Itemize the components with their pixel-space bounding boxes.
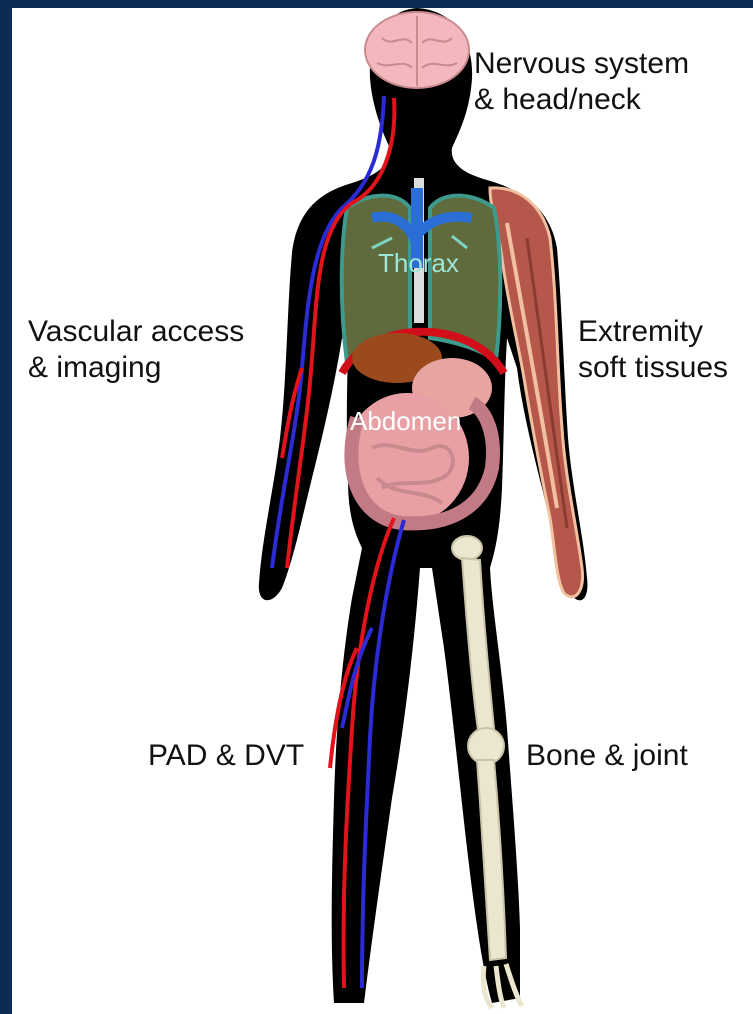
label-bone-joint: Bone & joint <box>526 738 688 774</box>
label-extremity-line2: soft tissues <box>578 350 728 386</box>
label-abdomen: Abdomen <box>350 406 461 436</box>
label-extremity: Extremity soft tissues <box>578 314 728 386</box>
label-vascular: Vascular access & imaging <box>28 314 244 386</box>
label-nervous-line2: & head/neck <box>474 82 689 118</box>
label-extremity-line1: Extremity <box>578 314 728 350</box>
brain <box>365 12 469 88</box>
label-thorax: Thorax <box>378 248 459 278</box>
label-nervous-line1: Nervous system <box>474 46 689 82</box>
label-vascular-line1: Vascular access <box>28 314 244 350</box>
label-nervous-system: Nervous system & head/neck <box>474 46 689 118</box>
body-illustration <box>12 8 753 1014</box>
label-pad-dvt: PAD & DVT <box>148 738 304 774</box>
diagram-canvas: Nervous system & head/neck Vascular acce… <box>12 8 753 1014</box>
label-vascular-line2: & imaging <box>28 350 244 386</box>
